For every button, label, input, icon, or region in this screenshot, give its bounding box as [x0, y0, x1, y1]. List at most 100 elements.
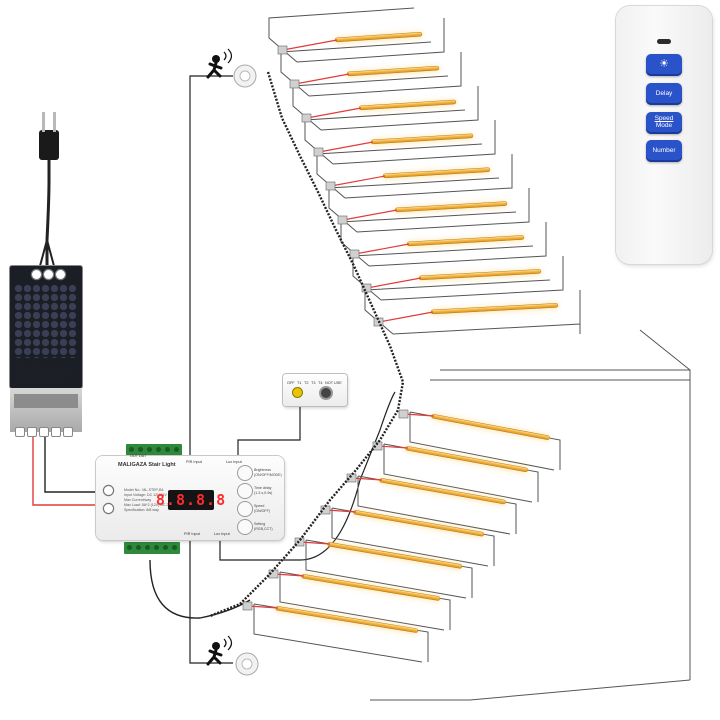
led-strip — [358, 99, 457, 111]
wire-connector — [277, 45, 288, 55]
controller-screw — [104, 504, 113, 513]
led-feed-wire — [299, 541, 331, 545]
psu-terminal — [28, 428, 36, 436]
led-strip — [327, 542, 463, 569]
led-feed-wire — [378, 311, 434, 323]
module-label: T4 — [318, 381, 323, 385]
psu-terminal — [52, 428, 60, 436]
motion-sensor-icon-top — [206, 48, 257, 88]
psu-terminal — [64, 428, 72, 436]
psu-label-line: INPUT: AC100-240V — [16, 372, 70, 378]
delay-remote-button[interactable]: Delay — [646, 83, 682, 105]
speed-button[interactable] — [238, 502, 252, 516]
psu-label-line: 50/60Hz 2.0A — [16, 379, 52, 385]
time-delay-label: Time delay(1-3 s,0-9s) — [254, 486, 273, 495]
module-label: OFF — [287, 381, 295, 385]
led-strip — [382, 167, 491, 179]
module-led — [293, 388, 302, 397]
power-supply: DC12V 100W 8.33A INPUT: AC100-240V 50/60… — [10, 266, 82, 388]
psu-terminal — [44, 270, 53, 279]
psu-terminal-strip — [10, 388, 82, 432]
wire-connector — [313, 147, 324, 157]
brightness-remote-button[interactable]: ☀ — [646, 54, 682, 76]
psu-terminal — [56, 270, 65, 279]
controller-spec: Input Voltage: DC 12V-24V — [124, 493, 167, 497]
brightness-label: Brightness(ON/OFF/MODE) — [254, 468, 282, 477]
lux-input-top-label: Lux Input — [226, 460, 242, 464]
remote-indicator — [657, 39, 671, 44]
sun-icon: ☀ — [659, 58, 669, 71]
led-feed-wire — [247, 605, 279, 609]
led-feed-wire — [330, 175, 386, 187]
psu-terminal — [32, 270, 41, 279]
led-strip — [334, 31, 423, 43]
module-label: T1 — [297, 381, 302, 385]
led-strips — [242, 31, 559, 634]
led-display: 8.8.8.8 — [155, 490, 227, 510]
led-feed-wire — [294, 73, 350, 85]
led-strip — [346, 65, 440, 77]
controller-screw — [104, 486, 113, 495]
psu-output-wires — [32, 437, 106, 506]
wire-connector — [349, 249, 360, 259]
wire-connector — [337, 215, 348, 225]
led-feed-wire — [306, 107, 362, 119]
main-bus-cable — [209, 71, 405, 618]
wire-connector — [320, 505, 331, 515]
pir-input-bottom-label: PIR Input — [184, 532, 200, 536]
led-feed-wire — [273, 573, 305, 577]
led-feed-wire — [282, 39, 338, 51]
stair-wall — [440, 300, 691, 680]
setting-button[interactable] — [238, 520, 252, 534]
led-strip — [405, 446, 528, 473]
led-feed-wire — [342, 209, 398, 221]
motion-sensor-icon-bottom — [206, 635, 259, 676]
wire-connector — [398, 409, 409, 419]
controller-spec: Specification: 8/8 way — [124, 508, 159, 512]
led-feed-wire — [318, 141, 374, 153]
setting-label: Setting(RGB,CCT) — [254, 522, 273, 531]
module-knob[interactable] — [321, 388, 331, 398]
wire-connector — [301, 113, 312, 123]
terminal-block-top — [126, 444, 182, 456]
terminal-block-bottom — [124, 542, 180, 554]
psu-label-line: DC12V 100W 8.33A — [16, 364, 69, 370]
led-feed-wire — [377, 445, 409, 449]
wire-connector — [361, 283, 372, 293]
led-strip — [431, 414, 550, 440]
controller-spec: Model No.: ML-STEP-B4 — [124, 488, 164, 492]
led-strip — [301, 574, 441, 601]
stair-light-controller: MALIGAZA Stair Light Model No.: ML-STEP-… — [96, 454, 284, 540]
psu-terminal — [40, 428, 48, 436]
led-feed-wire — [351, 477, 383, 481]
psu-vent-grid — [14, 284, 78, 358]
led-feed-wire — [403, 413, 435, 417]
controller-spec: Max Load: 5A*2 (12V) DC 24V/60W — [124, 503, 182, 507]
led-strip — [379, 478, 506, 505]
time-delay-button[interactable] — [238, 484, 252, 498]
led-strip — [275, 606, 419, 633]
power-plug-icon — [39, 112, 59, 267]
lux-input-bottom-label: Lux Input — [214, 532, 230, 536]
brightness-button[interactable] — [238, 466, 252, 480]
controller-title: MALIGAZA Stair Light — [118, 462, 176, 468]
controller-spec: Max Current/way — [124, 498, 152, 502]
speed-label: Speed(ON/OFF) — [254, 504, 270, 513]
led-strip — [353, 510, 485, 537]
wire-connector — [372, 441, 383, 451]
power-terminal-label: OUT DAT — [130, 454, 147, 458]
bus-cable — [209, 71, 405, 618]
module-label: NOT USE — [325, 381, 342, 385]
number-remote-button[interactable]: Number — [646, 140, 682, 162]
wire-connector — [289, 79, 300, 89]
module-label: T3 — [311, 381, 316, 385]
wire-connector — [242, 601, 253, 611]
led-strip — [370, 133, 474, 145]
module-label: T2 — [304, 381, 309, 385]
light-sensor-module: OFF T1 T2 T3 T4 NOT USE — [283, 374, 347, 406]
wire-connector — [268, 569, 279, 579]
